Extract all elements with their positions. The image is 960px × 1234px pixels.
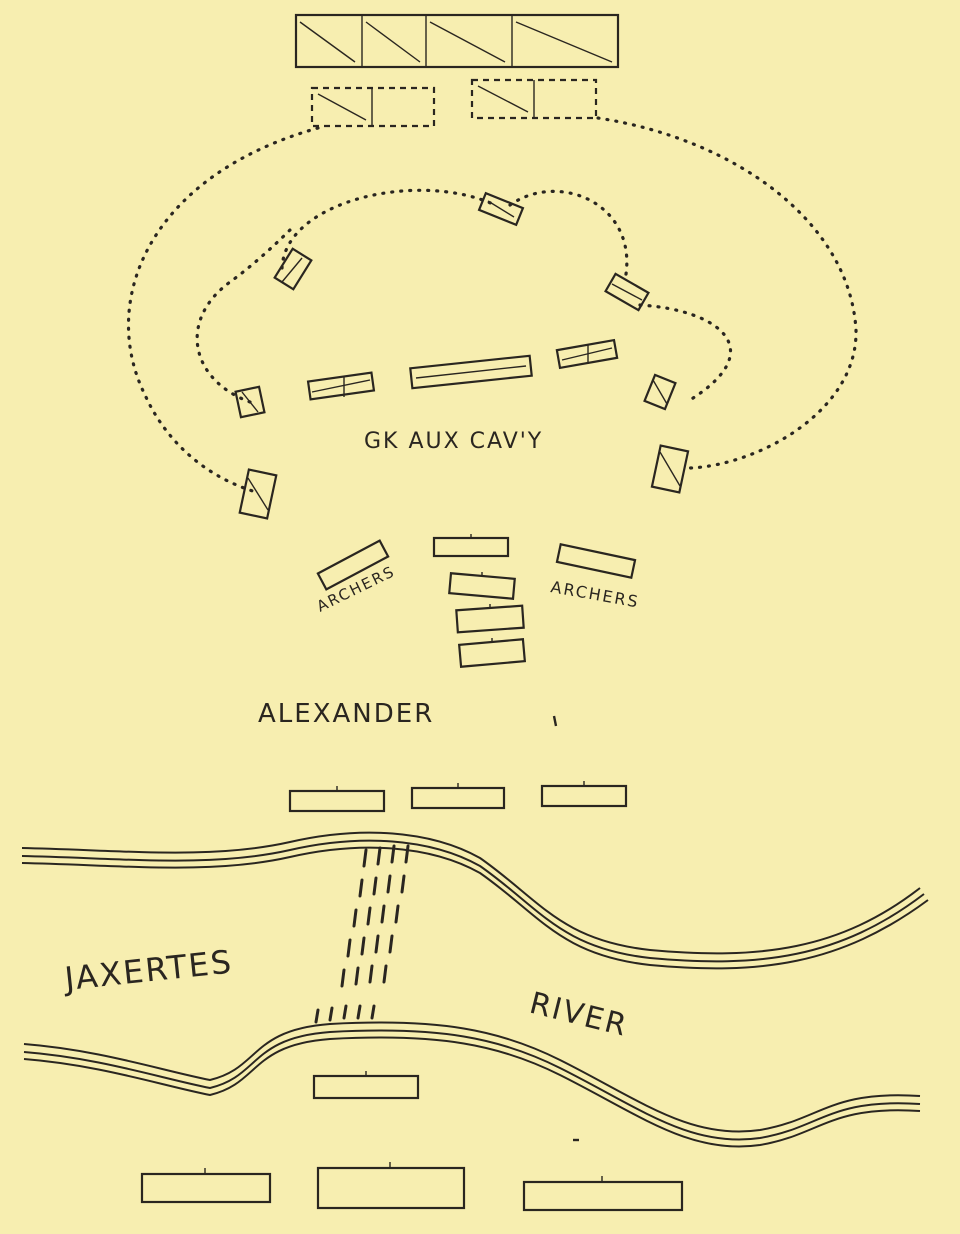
cavalry-unit-center-left: [306, 371, 376, 401]
infantry-column-2: [448, 572, 516, 600]
cavalry-unit-top-center: [477, 191, 525, 227]
cavalry-unit-left-upper: [273, 247, 313, 291]
near-bank-unit-center: [410, 783, 506, 810]
cavalry-unit-right-lower: [650, 444, 690, 494]
near-bank-unit-left: [288, 786, 386, 813]
cavalry-unit-right-upper: [604, 272, 650, 312]
label-archers-right: ARCHERS: [549, 577, 641, 611]
commander-marker: [552, 715, 558, 727]
label-river-name: JAXERTES: [61, 943, 235, 999]
river-south-bank: [23, 1021, 921, 1148]
inner-route-upper-right: [508, 189, 629, 282]
cavalry-unit-center: [409, 354, 533, 390]
archers-left-unit: [316, 539, 390, 591]
outer-enveloping-route: [126, 126, 320, 494]
cavalry-unit-left-lower: [238, 468, 278, 520]
far-bank-unit-left: [140, 1168, 272, 1204]
label-river-word: RIVER: [526, 986, 632, 1044]
label-cavalry: GK AUX CAV'Y: [364, 429, 543, 454]
inner-route-left: [195, 226, 294, 404]
far-bank-unit-center: [316, 1162, 466, 1210]
cavalry-unit-right-small: [643, 373, 677, 411]
inner-route-right: [638, 303, 733, 402]
far-bank-unit-right: [522, 1176, 684, 1212]
scythian-main-line: [294, 13, 620, 69]
scythian-cavalry-left: [310, 86, 436, 128]
infantry-column-3: [455, 604, 525, 634]
label-commander: ALEXANDER: [258, 699, 434, 729]
near-bank-unit-right: [540, 781, 628, 808]
infantry-column-1: [432, 534, 510, 558]
archers-right-unit: [555, 542, 637, 580]
scythian-cavalry-right: [470, 78, 598, 120]
inner-route-upper: [280, 188, 497, 270]
outer-enveloping-route-right: [596, 116, 858, 470]
infantry-column-4: [457, 638, 527, 668]
cavalry-unit-left-small: [234, 385, 266, 419]
cavalry-unit-center-right: [555, 338, 619, 370]
river-north-bank: [21, 831, 929, 970]
river-crossing-dashes: [314, 844, 410, 1024]
far-bank-unit-top: [312, 1071, 420, 1100]
